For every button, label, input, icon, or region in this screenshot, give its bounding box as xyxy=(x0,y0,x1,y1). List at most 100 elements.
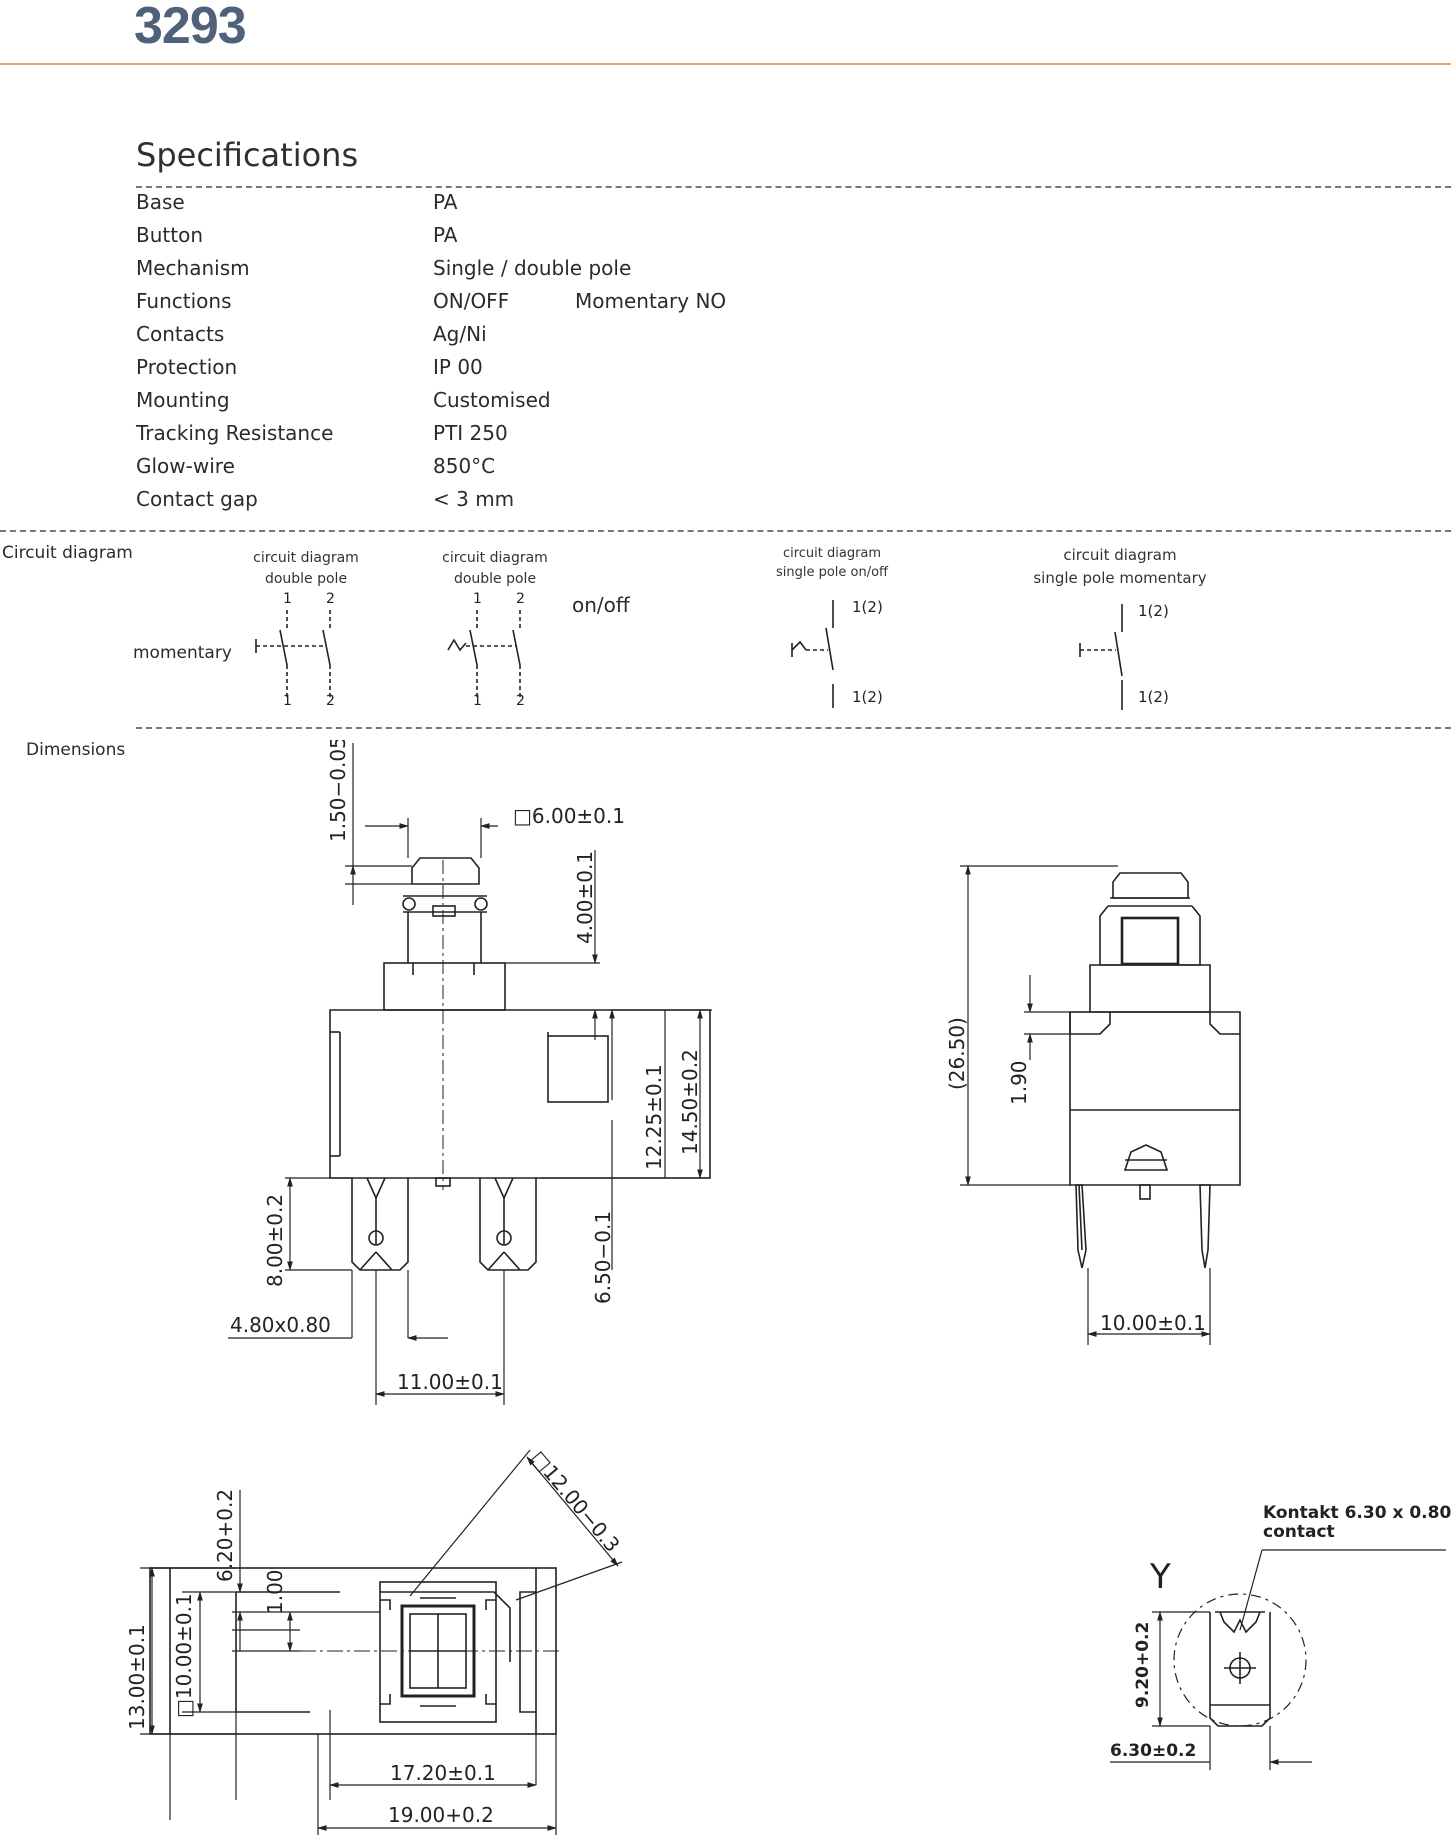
spec-row-protection: Protection IP 00 xyxy=(136,355,836,388)
terminal-label: 1(2) xyxy=(852,688,883,706)
terminal-label: 2 xyxy=(326,693,335,709)
caption-line: circuit diagram xyxy=(1063,546,1177,564)
circuit-diagram-3-caption: circuit diagram single pole on/off xyxy=(752,544,912,582)
terminal-label: 2 xyxy=(516,693,525,709)
spec-row-button: Button PA xyxy=(136,223,836,256)
caption-line: single pole on/off xyxy=(775,565,889,580)
contact-note: Kontakt 6.30 x 0.80 xyxy=(1263,1503,1451,1523)
caption-line: circuit diagram xyxy=(782,546,882,561)
spec-row-glow-wire: Glow-wire 850°C xyxy=(136,454,836,487)
dim-label: 1.50−0.05 xyxy=(326,740,350,842)
spec-label: Button xyxy=(136,223,203,247)
spec-label: Mounting xyxy=(136,388,230,412)
spec-value: PA xyxy=(433,190,458,214)
spec-row-functions: Functions ON/OFF Momentary NO xyxy=(136,289,836,322)
terminal-label: 1 xyxy=(283,591,292,607)
dim-label: 10.00±0.1 xyxy=(1100,1311,1206,1335)
terminal-label: 1(2) xyxy=(1138,602,1169,620)
circuit-diagram-2-symbol xyxy=(447,610,521,700)
contact-detail-dimensions xyxy=(1110,1549,1446,1770)
spec-label: Glow-wire xyxy=(136,454,235,478)
spec-value: PA xyxy=(433,223,458,247)
divider xyxy=(136,727,1451,729)
spec-label: Contact gap xyxy=(136,487,258,511)
momentary-label: momentary xyxy=(133,643,232,663)
dim-label: 13.00±0.1 xyxy=(125,1624,149,1730)
spec-row-contacts: Contacts Ag/Ni xyxy=(136,322,836,355)
spec-row-base: Base PA xyxy=(136,190,836,223)
circuit-diagram-3-symbol xyxy=(791,600,834,708)
spec-label: Functions xyxy=(136,289,232,313)
dim-label: 4.00±0.1 xyxy=(573,851,597,944)
divider xyxy=(136,186,1451,188)
caption-line: double pole xyxy=(453,571,537,587)
front-view-dimensions xyxy=(228,743,712,1405)
spec-value: PTI 250 xyxy=(433,421,508,445)
spec-row-tracking-resistance: Tracking Resistance PTI 250 xyxy=(136,421,836,454)
side-view-drawing xyxy=(1069,872,1241,1269)
circuit-diagram-label: Circuit diagram xyxy=(2,543,133,563)
dim-label: □10.00±0.1 xyxy=(172,1593,196,1718)
spec-row-mechanism: Mechanism Single / double pole xyxy=(136,256,836,289)
on-off-label: on/off xyxy=(572,593,630,617)
terminal-label: 1 xyxy=(473,693,482,709)
dim-label: 19.00+0.2 xyxy=(388,1803,494,1827)
dim-label: 11.00±0.1 xyxy=(397,1370,503,1394)
spec-value-secondary: Momentary NO xyxy=(575,289,727,313)
dim-label: 4.80x0.80 xyxy=(230,1313,331,1337)
dim-label: 6.50−0.1 xyxy=(591,1211,615,1304)
top-view-dimensions xyxy=(140,1449,623,1835)
dim-label: 12.25±0.1 xyxy=(642,1064,666,1170)
dim-label: (26.50) xyxy=(945,1017,969,1090)
dim-label: 6.30±0.2 xyxy=(1110,1741,1196,1761)
side-view-dimensions xyxy=(960,865,1211,1345)
dimension-drawings: 1.50−0.05 □6.00±0.1 4.00±0.1 12.25±0.1 1… xyxy=(125,740,1451,1835)
dimensions-label: Dimensions xyxy=(26,740,126,760)
caption-line: circuit diagram xyxy=(253,550,359,566)
circuit-diagram-4-caption: circuit diagram single pole momentary xyxy=(1020,544,1220,590)
front-view-drawing xyxy=(329,857,711,1271)
dim-label: □12.00−0.3 xyxy=(526,1446,625,1557)
dim-label: 17.20±0.1 xyxy=(390,1761,496,1785)
contact-detail-drawing xyxy=(1173,1593,1307,1727)
circuit-diagram-2-caption: circuit diagram double pole xyxy=(425,548,565,590)
dim-label: □6.00±0.1 xyxy=(513,804,625,828)
spec-label: Base xyxy=(136,190,185,214)
terminal-label: 2 xyxy=(516,591,525,607)
spec-label: Protection xyxy=(136,355,238,379)
spec-value: Customised xyxy=(433,388,551,412)
divider xyxy=(0,530,1451,532)
terminal-label: 1 xyxy=(473,591,482,607)
top-view-drawing xyxy=(149,1567,560,1735)
contact-note: contact xyxy=(1263,1522,1335,1542)
circuit-diagram-4-symbol xyxy=(1079,604,1123,710)
caption-line: single pole momentary xyxy=(1033,569,1207,587)
caption-line: double pole xyxy=(264,571,348,587)
spec-label: Mechanism xyxy=(136,256,250,280)
header-rule xyxy=(0,63,1451,65)
terminal-label: 1(2) xyxy=(852,598,883,616)
model-number: 3293 xyxy=(134,0,247,55)
specifications-title: Specifications xyxy=(136,136,359,174)
spec-row-contact-gap: Contact gap < 3 mm xyxy=(136,487,836,520)
circuit-diagram-1-caption: circuit diagram double pole xyxy=(236,548,376,590)
terminal-label: 1(2) xyxy=(1138,688,1169,706)
spec-label: Tracking Resistance xyxy=(136,421,334,445)
spec-value: IP 00 xyxy=(433,355,483,379)
spec-value: < 3 mm xyxy=(433,487,515,511)
dim-label: 6.20+0.2 xyxy=(213,1489,237,1582)
circuit-symbols: 1 2 1 2 1 2 1 2 1(2) 1(2) 1(2) 1(2) xyxy=(255,591,1169,710)
spec-value: Ag/Ni xyxy=(433,322,487,346)
terminal-label: 2 xyxy=(326,591,335,607)
spec-label: Contacts xyxy=(136,322,225,346)
circuit-diagram-1-symbol xyxy=(255,610,331,700)
caption-line: circuit diagram xyxy=(442,550,548,566)
terminal-label: 1 xyxy=(283,693,292,709)
spec-row-mounting: Mounting Customised xyxy=(136,388,836,421)
spec-value: ON/OFF xyxy=(433,289,510,313)
dim-label: 9.20+0.2 xyxy=(1133,1622,1153,1708)
dim-label: 1.90 xyxy=(1007,1060,1031,1105)
spec-value: Single / double pole xyxy=(433,256,632,280)
dim-label: 1.00 xyxy=(263,1569,287,1614)
spec-value: 850°C xyxy=(433,454,496,478)
